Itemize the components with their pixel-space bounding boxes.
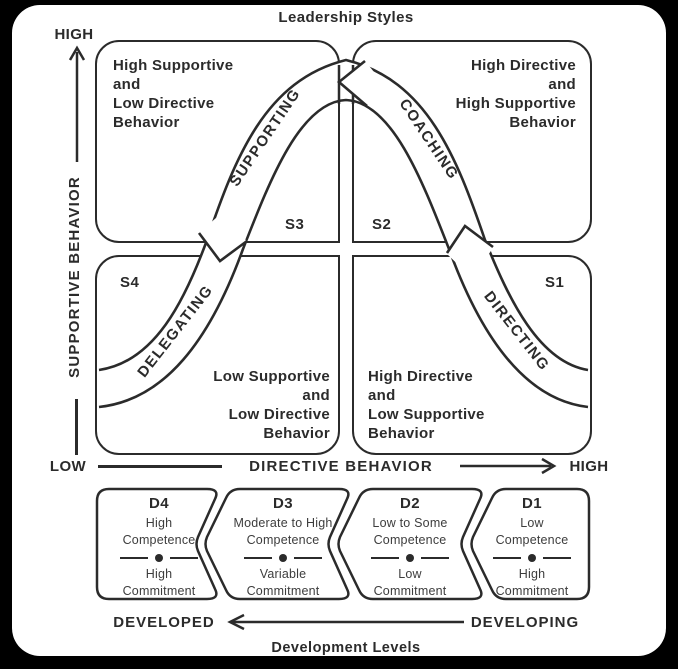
level-code: D3 (273, 495, 293, 512)
up-chevron-icon (445, 224, 494, 254)
left-arrow-icon (227, 613, 464, 631)
level-d3-shape (204, 487, 350, 601)
x-axis-high-label: HIGH (569, 458, 609, 475)
quadrant-code-s2: S2 (372, 216, 392, 233)
level-code: D4 (149, 495, 169, 512)
curve-band-fill (99, 60, 588, 407)
level-d1-shape (470, 487, 591, 601)
competence-commitment-divider (221, 554, 345, 562)
level-d2: D2 Low to Some Competence Low Commitment (348, 495, 472, 600)
level-d2-shape (337, 487, 483, 601)
curve-outer-line (98, 58, 589, 372)
quadrant-code-s4: S4 (120, 274, 140, 291)
curve-inner-line (98, 98, 589, 409)
y-axis-line (75, 399, 78, 455)
right-arrow-icon (460, 457, 557, 475)
quadrant-s1-description: High Directive and Low Supportive Behavi… (368, 368, 485, 442)
competence-commitment-divider (97, 554, 221, 562)
competence-commitment-divider (348, 554, 472, 562)
level-d4: D4 High Competence High Commitment (97, 495, 221, 600)
apex-chevron-mask (339, 61, 383, 106)
dot-icon (528, 554, 536, 562)
development-levels-row (95, 487, 591, 601)
developing-label: DEVELOPING (470, 614, 580, 631)
quadrant-s2-description: High Directive and High Supportive Behav… (455, 57, 576, 131)
x-axis-low-label: LOW (49, 458, 87, 475)
level-d3: D3 Moderate to High Competence Variable … (221, 495, 345, 600)
leadership-curve: SUPPORTING COACHING DELEGATING DIRECTING (98, 58, 589, 409)
down-chevron-icon (197, 232, 248, 263)
dot-icon (406, 554, 414, 562)
apex-chevron-icon (336, 59, 368, 107)
level-d4-shape (95, 487, 218, 601)
up-arrow-icon (68, 45, 86, 162)
development-levels-heading: Development Levels (271, 640, 421, 656)
developed-label: DEVELOPED (113, 614, 215, 631)
y-axis-label: SUPPORTIVE BEHAVIOR (66, 176, 83, 378)
level-d1: D1 Low Competence High Commitment (470, 495, 594, 600)
dot-icon (155, 554, 163, 562)
competence-commitment-divider (470, 554, 594, 562)
quadrant-s4-description: Low Supportive and Low Directive Behavio… (213, 368, 330, 442)
right-chevron-mask (447, 225, 493, 278)
dot-icon (279, 554, 287, 562)
quadrant-s3-description: High Supportive and Low Directive Behavi… (113, 57, 234, 131)
quadrant-code-s3: S3 (285, 216, 305, 233)
level-code: D1 (522, 495, 542, 512)
quadrant-code-s1: S1 (545, 274, 565, 291)
x-axis-line-left (98, 465, 222, 468)
y-axis-high-label: HIGH (54, 26, 94, 43)
diagram-title: Leadership Styles (278, 9, 414, 26)
x-axis-label: DIRECTIVE BEHAVIOR (249, 458, 433, 475)
level-code: D2 (400, 495, 420, 512)
